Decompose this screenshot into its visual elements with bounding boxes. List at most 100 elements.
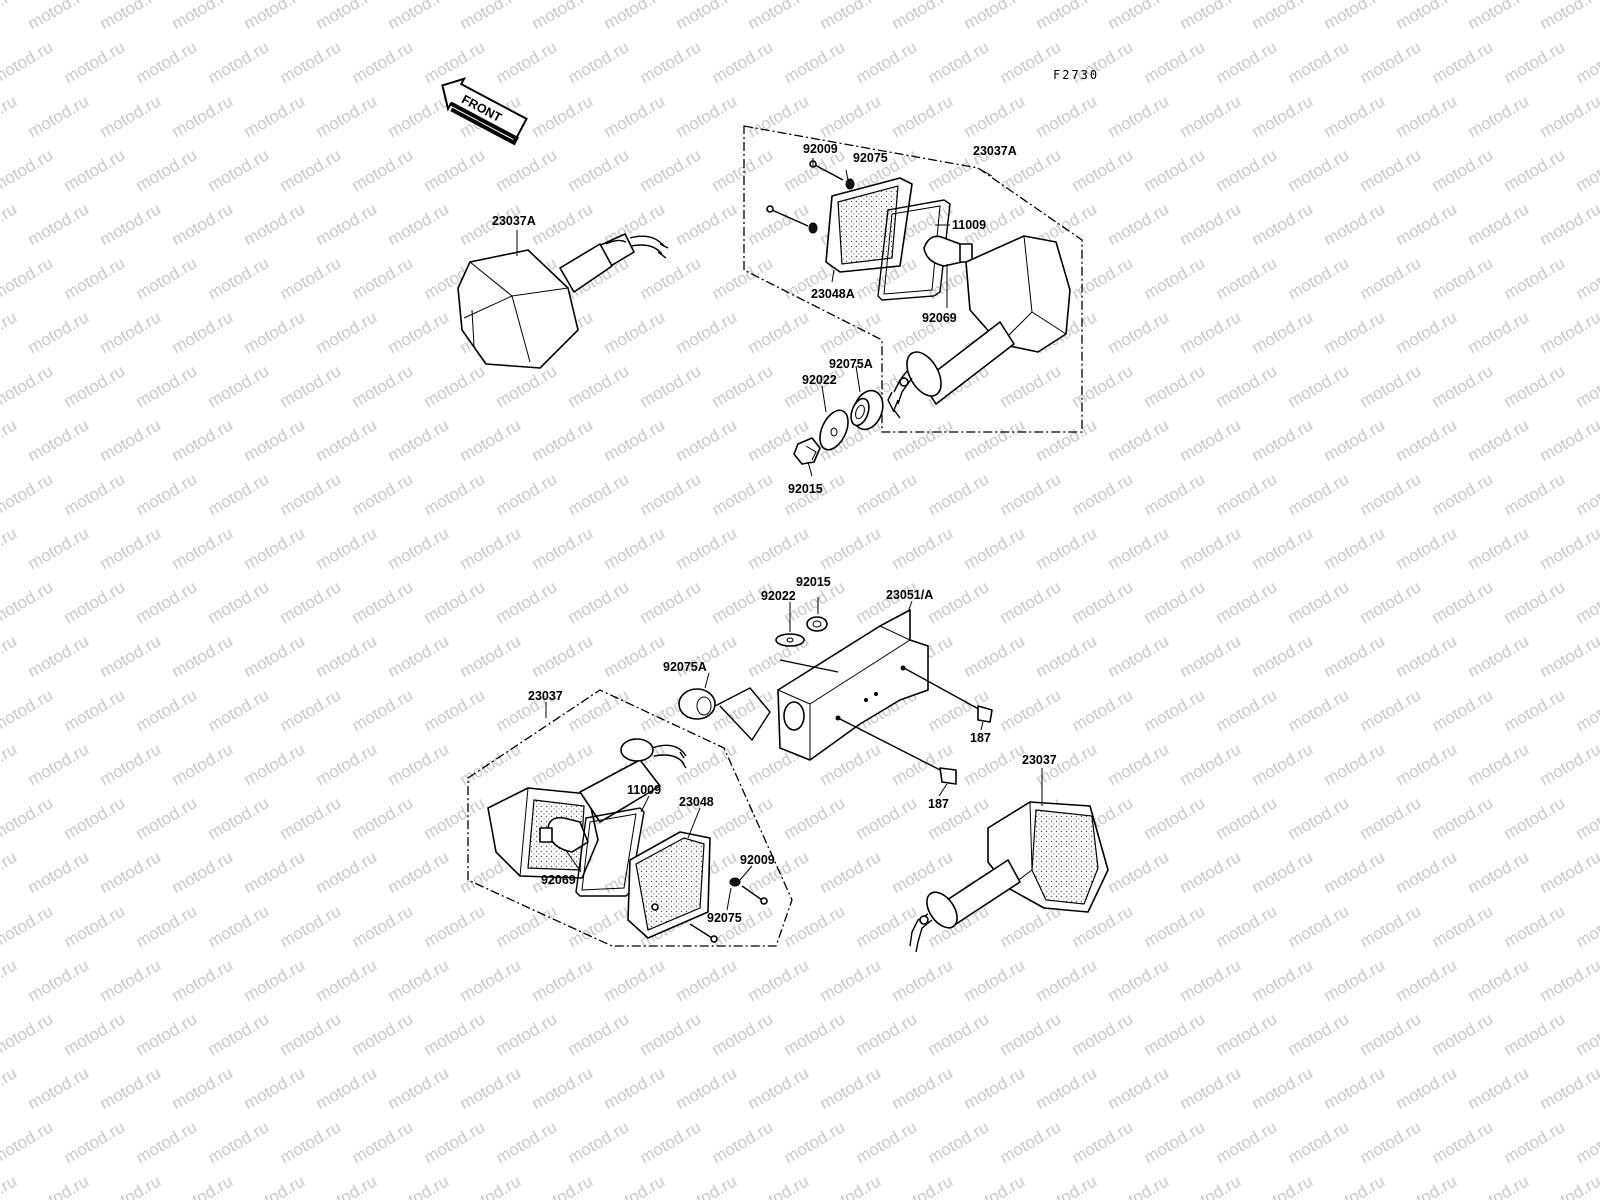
watermark-text: motod.ru	[925, 1117, 993, 1167]
callout-top-grommet: 92075A	[829, 357, 873, 371]
watermark-text: motod.ru	[1033, 523, 1101, 573]
watermark-text: motod.ru	[241, 739, 309, 789]
watermark-text: motod.ru	[0, 1009, 56, 1059]
watermark-text: motod.ru	[1393, 307, 1461, 357]
bottom-gasket	[575, 807, 645, 897]
watermark-text: motod.ru	[313, 307, 381, 357]
watermark-text: motod.ru	[241, 307, 309, 357]
watermark-text: motod.ru	[1393, 199, 1461, 249]
watermark-text: motod.ru	[0, 901, 56, 951]
watermark-text: motod.ru	[745, 955, 813, 1005]
callout-top-lens: 23048A	[811, 287, 855, 301]
watermark-text: motod.ru	[601, 631, 669, 681]
watermark-text: motod.ru	[349, 577, 417, 627]
callout-bottom-washer: 92075	[707, 911, 742, 925]
watermark-text: motod.ru	[565, 577, 633, 627]
watermark-text: motod.ru	[853, 1009, 921, 1059]
watermark-text: motod.ru	[1285, 577, 1353, 627]
watermark-text: motod.ru	[349, 253, 417, 303]
watermark-text: motod.ru	[1465, 91, 1533, 141]
watermark-text: motod.ru	[745, 1171, 813, 1200]
watermark-text: motod.ru	[169, 739, 237, 789]
watermark-text: motod.ru	[169, 0, 237, 33]
watermark-text: motod.ru	[997, 1009, 1065, 1059]
watermark-text: motod.ru	[1393, 847, 1461, 897]
watermark-text: motod.ru	[133, 253, 201, 303]
watermark-text: motod.ru	[1537, 91, 1600, 141]
watermark-text: motod.ru	[97, 0, 165, 33]
watermark-text: motod.ru	[529, 199, 597, 249]
watermark-text: motod.ru	[529, 0, 597, 33]
watermark-text: motod.ru	[529, 631, 597, 681]
watermark-text: motod.ru	[61, 577, 129, 627]
watermark-text: motod.ru	[565, 145, 633, 195]
watermark-text: motod.ru	[1213, 685, 1281, 735]
watermark-text: motod.ru	[241, 847, 309, 897]
watermark-text: motod.ru	[889, 1063, 957, 1113]
watermark-text: motod.ru	[817, 523, 885, 573]
watermark-text: motod.ru	[133, 577, 201, 627]
watermark-text: motod.ru	[817, 91, 885, 141]
watermark-text: motod.ru	[1321, 1171, 1389, 1200]
turn-signal-lamp-bottom-right	[909, 801, 1109, 953]
watermark-text: motod.ru	[565, 685, 633, 735]
watermark-text: motod.ru	[817, 1063, 885, 1113]
callout-mid-grommet: 92075A	[663, 660, 707, 674]
watermark-text: motod.ru	[421, 361, 489, 411]
watermark-text: motod.ru	[1573, 1117, 1600, 1167]
watermark-text: motod.ru	[385, 307, 453, 357]
watermark-text: motod.ru	[673, 307, 741, 357]
watermark-text: motod.ru	[601, 91, 669, 141]
watermark-text: motod.ru	[0, 91, 20, 141]
watermark-text: motod.ru	[709, 685, 777, 735]
watermark-text: motod.ru	[1357, 37, 1425, 87]
watermark-text: motod.ru	[529, 91, 597, 141]
watermark-text: motod.ru	[1249, 1171, 1317, 1200]
watermark-text: motod.ru	[529, 1063, 597, 1113]
watermark-text: motod.ru	[1357, 1009, 1425, 1059]
watermark-text: motod.ru	[745, 91, 813, 141]
watermark-text: motod.ru	[1537, 847, 1600, 897]
watermark-text: motod.ru	[1285, 253, 1353, 303]
watermark-text: motod.ru	[709, 469, 777, 519]
watermark-text: motod.ru	[277, 1117, 345, 1167]
watermark-text: motod.ru	[349, 469, 417, 519]
watermark-text: motod.ru	[637, 37, 705, 87]
watermark-text: motod.ru	[1069, 145, 1137, 195]
watermark-text: motod.ru	[277, 901, 345, 951]
top-lamp-housing	[887, 235, 1071, 419]
watermark-text: motod.ru	[169, 1063, 237, 1113]
watermark-text: motod.ru	[673, 91, 741, 141]
watermark-text: motod.ru	[1177, 307, 1245, 357]
watermark-text: motod.ru	[133, 685, 201, 735]
watermark-text: motod.ru	[1429, 901, 1497, 951]
watermark-text: motod.ru	[133, 1009, 201, 1059]
watermark-text: motod.ru	[1429, 469, 1497, 519]
watermark-text: motod.ru	[421, 37, 489, 87]
turn-signal-lamp-top-left	[457, 233, 669, 369]
watermark-text: motod.ru	[25, 1063, 93, 1113]
watermark-text: motod.ru	[817, 0, 885, 33]
watermark-text: motod.ru	[1033, 1063, 1101, 1113]
watermark-text: motod.ru	[925, 37, 993, 87]
watermark-text: motod.ru	[0, 469, 56, 519]
watermark-text: motod.ru	[313, 91, 381, 141]
watermark-text: motod.ru	[889, 91, 957, 141]
callout-bottom-lens: 23048	[679, 795, 714, 809]
watermark-text: motod.ru	[1429, 361, 1497, 411]
watermark-text: motod.ru	[313, 1171, 381, 1200]
watermark-text: motod.ru	[97, 631, 165, 681]
watermark-text: motod.ru	[241, 1063, 309, 1113]
watermark-text: motod.ru	[0, 415, 20, 465]
watermark-text: motod.ru	[1501, 145, 1569, 195]
watermark-text: motod.ru	[25, 847, 93, 897]
watermark-text: motod.ru	[1465, 631, 1533, 681]
watermark-text: motod.ru	[313, 199, 381, 249]
watermark-text: motod.ru	[1321, 307, 1389, 357]
watermark-text: motod.ru	[277, 37, 345, 87]
watermark-text: motod.ru	[1501, 901, 1569, 951]
watermark-text: motod.ru	[1213, 577, 1281, 627]
watermark-text: motod.ru	[1465, 523, 1533, 573]
watermark-text: motod.ru	[205, 1117, 273, 1167]
